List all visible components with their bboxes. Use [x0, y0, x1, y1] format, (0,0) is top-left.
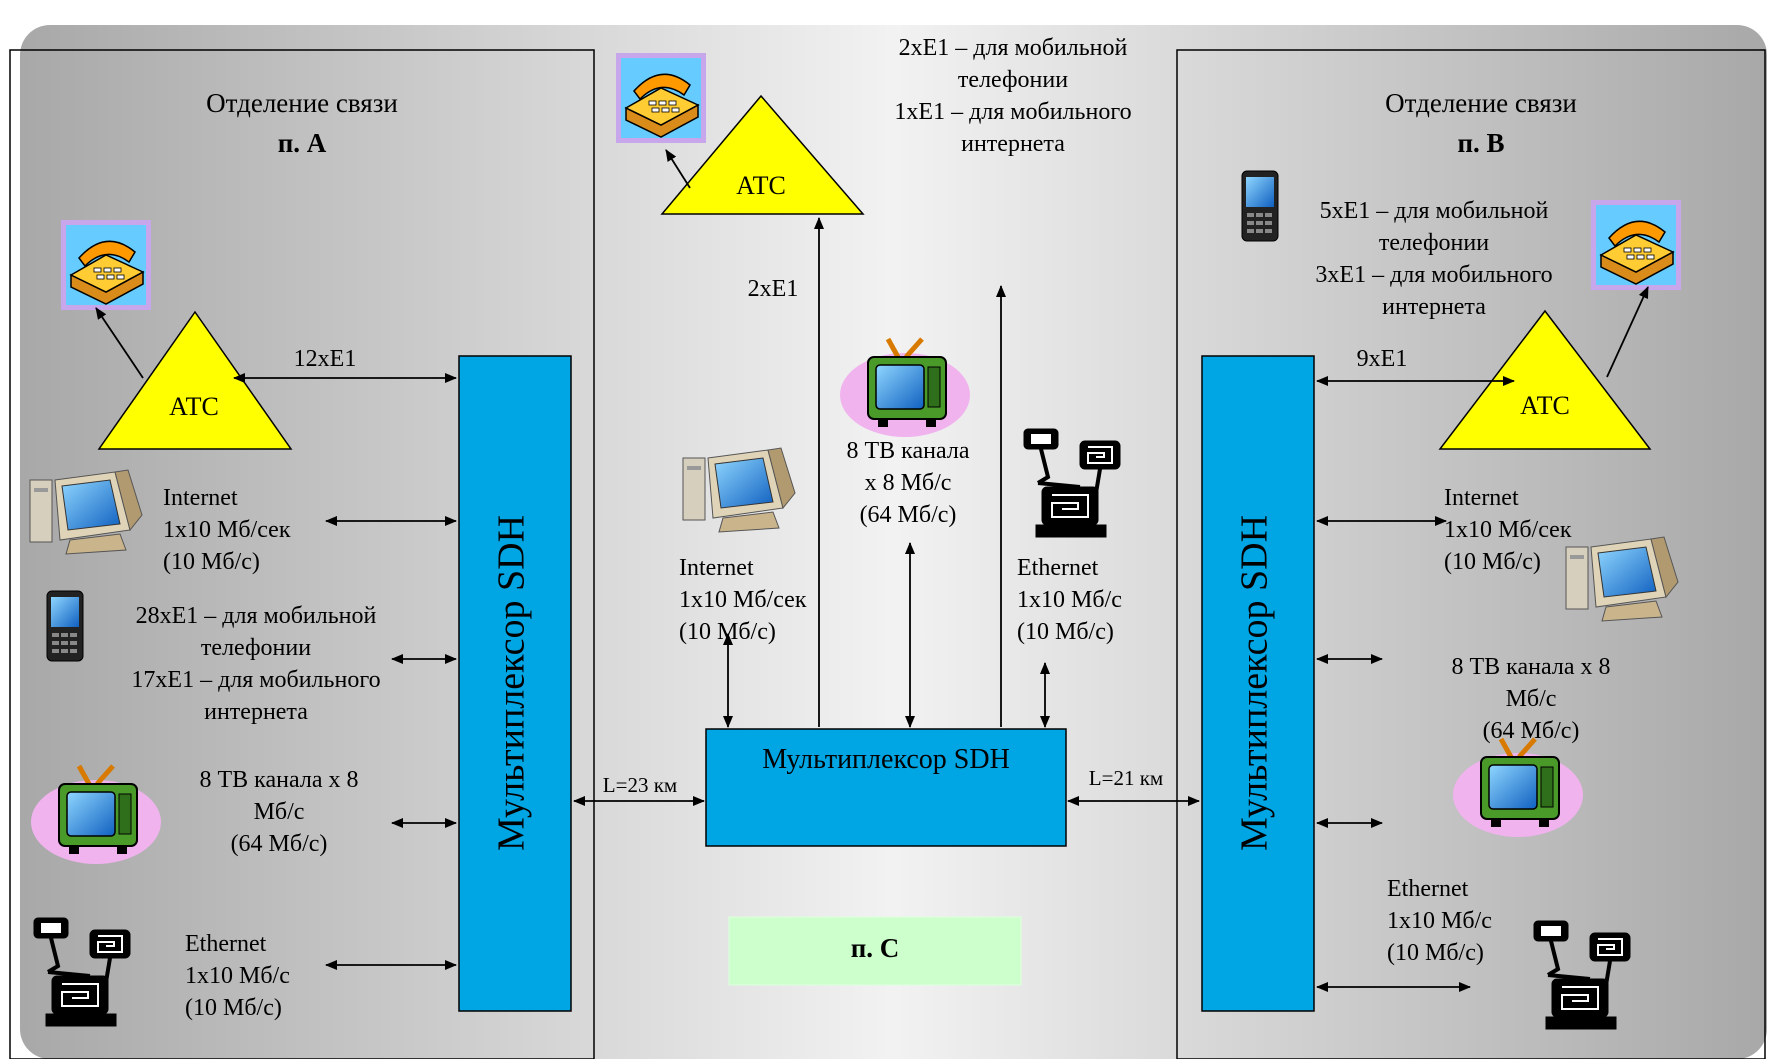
ethernet-b-label: Ethernet 1x10 Мб/с (10 Мб/с): [1387, 876, 1492, 966]
svg-text:1x10 Мб/сек: 1x10 Мб/сек: [163, 517, 291, 543]
telephone-icon: [615, 52, 707, 144]
svg-text:(10 Мб/с): (10 Мб/с): [1444, 549, 1541, 575]
svg-text:28xE1 – для мобильной: 28xE1 – для мобильной: [136, 603, 377, 629]
svg-text:Internet: Internet: [679, 555, 754, 581]
svg-text:(10 Мб/с): (10 Мб/с): [163, 549, 260, 575]
svg-text:Ethernet: Ethernet: [1387, 876, 1469, 902]
internet-b-label: Internet 1x10 Мб/сек (10 Мб/с): [1444, 485, 1572, 575]
internet-a-label: Internet 1x10 Мб/сек (10 Мб/с): [163, 485, 291, 575]
svg-text:интернета: интернета: [1382, 294, 1486, 320]
svg-text:Internet: Internet: [1444, 485, 1519, 511]
svg-text:3xE1 – для мобильного: 3xE1 – для мобильного: [1315, 262, 1552, 288]
point-a-title: Отделение связи: [206, 88, 398, 118]
ethernet-a-label: Ethernet 1x10 Мб/с (10 Мб/с): [185, 931, 290, 1021]
svg-text:1x10 Мб/сек: 1x10 Мб/сек: [679, 587, 807, 613]
svg-text:Internet: Internet: [163, 485, 238, 511]
point-a-frame: [9, 49, 595, 1059]
arrow-ats-a-phone: [95, 307, 144, 379]
svg-text:Ethernet: Ethernet: [185, 931, 267, 957]
multiplexer-c-label: Мультиплексор SDH: [762, 744, 1010, 775]
ats-a-label: АТС: [169, 392, 219, 421]
ats-c: [660, 94, 865, 215]
link-ats-a-label: 12xE1: [294, 346, 357, 372]
point-a-name: п. А: [278, 128, 327, 158]
multiplexer-c: [705, 728, 1067, 847]
multiplexer-b: [1201, 355, 1315, 1012]
link-a-c-label: L=23 км: [603, 773, 677, 797]
mobile-c-label: 2xE1 – для мобильной телефонии 1xE1 – дл…: [894, 35, 1131, 157]
svg-text:1x10 Мб/сек: 1x10 Мб/сек: [1444, 517, 1572, 543]
point-b-name: п. В: [1457, 128, 1504, 158]
svg-text:Мб/с: Мб/с: [1506, 686, 1557, 712]
point-b-frame: [1176, 49, 1766, 1059]
telephone-icon: [60, 219, 152, 311]
tv-b-label: 8 ТВ канала х 8 Мб/с (64 Мб/с): [1452, 654, 1611, 744]
tv-c-label: 8 ТВ канала х 8 Мб/с (64 Мб/с): [847, 438, 970, 528]
link-ats-b-label: 9xE1: [1357, 346, 1408, 372]
svg-text:8 ТВ канала х 8: 8 ТВ канала х 8: [200, 767, 359, 793]
link-c-b-label: L=21 км: [1089, 766, 1163, 790]
telephone-icon: [1590, 199, 1682, 291]
svg-text:телефонии: телефонии: [958, 67, 1068, 93]
multiplexer-a-label: Мультиплексор SDH: [491, 515, 533, 851]
tv-a-label: 8 ТВ канала х 8 Мб/с (64 Мб/с): [200, 767, 359, 857]
svg-text:(64 Мб/с): (64 Мб/с): [860, 502, 957, 528]
internet-c-label: Internet 1x10 Мб/сек (10 Мб/с): [679, 555, 807, 645]
svg-text:х 8 Мб/с: х 8 Мб/с: [865, 470, 952, 496]
svg-text:(10 Мб/с): (10 Мб/с): [1017, 619, 1114, 645]
svg-text:Мб/с: Мб/с: [254, 799, 305, 825]
mobile-phone-icon: [46, 590, 84, 662]
ethernet-c-label: Ethernet 1x10 Мб/с (10 Мб/с): [1017, 555, 1122, 645]
svg-text:(64 Мб/с): (64 Мб/с): [231, 831, 328, 857]
diagram-background: [20, 25, 1767, 1059]
svg-text:2xE1 – для мобильной: 2xE1 – для мобильной: [899, 35, 1128, 61]
svg-text:1xE1 – для мобильного: 1xE1 – для мобильного: [894, 99, 1131, 125]
svg-text:интернета: интернета: [204, 699, 308, 725]
svg-text:телефонии: телефонии: [1379, 230, 1489, 256]
svg-text:8 ТВ канала: 8 ТВ канала: [847, 438, 970, 464]
svg-text:(64 Мб/с): (64 Мб/с): [1483, 718, 1580, 744]
svg-text:телефонии: телефонии: [201, 635, 311, 661]
mobile-phone-icon: [1241, 170, 1279, 242]
multiplexer-a: [458, 355, 572, 1012]
point-c-name: п. С: [851, 933, 900, 963]
mobile-b-label: 5xE1 – для мобильной телефонии 3xE1 – дл…: [1315, 198, 1552, 320]
svg-text:8 ТВ канала х 8: 8 ТВ канала х 8: [1452, 654, 1611, 680]
svg-text:Ethernet: Ethernet: [1017, 555, 1099, 581]
svg-text:5xE1 – для мобильной: 5xE1 – для мобильной: [1320, 198, 1549, 224]
ats-c-label: АТС: [736, 171, 786, 200]
point-b-title: Отделение связи: [1385, 88, 1577, 118]
svg-text:1x10 Мб/с: 1x10 Мб/с: [185, 963, 290, 989]
mobile-a-label: 28xE1 – для мобильной телефонии 17xE1 – …: [131, 603, 380, 725]
point-c-box: [728, 916, 1022, 986]
multiplexer-b-label: Мультиплексор SDH: [1234, 515, 1276, 851]
svg-text:(10 Мб/с): (10 Мб/с): [1387, 940, 1484, 966]
link-ats-c-label: 2xE1: [748, 276, 799, 302]
svg-text:(10 Мб/с): (10 Мб/с): [185, 995, 282, 1021]
svg-text:(10 Мб/с): (10 Мб/с): [679, 619, 776, 645]
arrow-ats-b-phone: [1606, 286, 1649, 378]
arrow-ats-c-phone: [665, 149, 691, 189]
svg-text:1x10 Мб/с: 1x10 Мб/с: [1017, 587, 1122, 613]
svg-text:интернета: интернета: [961, 131, 1065, 157]
ats-b-label: АТС: [1520, 391, 1570, 420]
svg-text:1x10 Мб/с: 1x10 Мб/с: [1387, 908, 1492, 934]
svg-text:17xE1 – для мобильного: 17xE1 – для мобильного: [131, 667, 380, 693]
